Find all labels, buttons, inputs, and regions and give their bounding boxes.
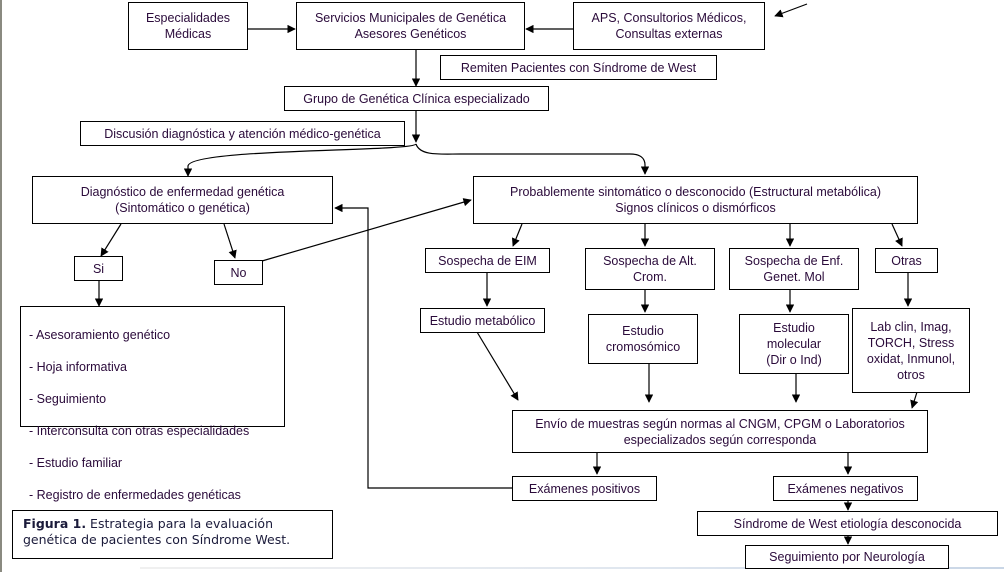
arrow-external-aps [774, 3, 808, 18]
arrow-split-diagnostico [183, 143, 417, 177]
node-no: No [214, 260, 263, 285]
node-lab-clin: Lab clin, Imag, TORCH, Stress oxidat, In… [852, 308, 970, 393]
node-estudio-cromosomico: Estudio cromosómico [588, 314, 698, 364]
arrow-no-probable [261, 198, 472, 262]
page-left-border [0, 0, 2, 572]
node-si: Si [74, 256, 123, 281]
node-envio-muestras: Envío de muestras según normas al CNGM, … [512, 410, 928, 453]
label-discusion-diagnostica: Discusión diagnóstica y atención médico-… [80, 121, 405, 146]
node-estudio-molecular: Estudio molecular (Dir o Ind) [739, 314, 849, 374]
caption-label: Figura 1. [23, 516, 87, 531]
arrow-probable-eim [511, 223, 523, 247]
node-especialidades-medicas: Especialidades Médicas [128, 2, 248, 50]
node-estudio-metabolico: Estudio metabólico [420, 308, 545, 333]
si-action-item: - Hoja informativa [29, 360, 127, 374]
figure-caption: Figura 1. Estrategia para la evaluación … [12, 510, 333, 559]
node-sospecha-enf-genet: Sospecha de Enf. Genet. Mol [729, 248, 859, 290]
arrow-diagnostico-no [223, 223, 237, 259]
node-grupo-genetica: Grupo de Genética Clínica especializado [284, 86, 549, 111]
si-action-item: - Registro de enfermedades genéticas [29, 488, 241, 502]
si-action-item: - Asesoramiento genético [29, 328, 171, 342]
arrow-split-probable [415, 143, 650, 175]
arrow-diagnostico-si [100, 223, 122, 257]
node-sospecha-alt-crom: Sospecha de Alt. Crom. [585, 248, 715, 290]
si-action-item: - Interconsulta con otras especialidades [29, 424, 250, 438]
arrow-positivos-diagnostico [334, 203, 513, 489]
arrow-probable-otras [891, 223, 903, 247]
node-servicios-municipales: Servicios Municipales de Genética Asesor… [296, 2, 525, 50]
node-examenes-positivos: Exámenes positivos [512, 476, 657, 501]
si-action-item: - Seguimiento [29, 392, 107, 406]
caption-text: Estrategia para la evaluación genética d… [23, 516, 291, 547]
arrow-metabolico-envio [476, 331, 519, 401]
node-examenes-negativos: Exámenes negativos [773, 476, 918, 501]
arrow-lab-envio [910, 391, 919, 409]
si-action-item: - Estudio familiar [29, 456, 123, 470]
node-aps-consultorios: APS, Consultorios Médicos, Consultas ext… [573, 2, 765, 50]
label-remiten-pacientes: Remiten Pacientes con Síndrome de West [440, 55, 717, 80]
node-probablemente-sintomatico: Probablemente sintomático o desconocido … [473, 176, 918, 224]
node-seguimiento-neurologia: Seguimiento por Neurología [745, 545, 949, 569]
node-otras: Otras [875, 248, 938, 273]
node-west-etiologia-desconocida: Síndrome de West etiología desconocida [697, 511, 998, 536]
node-sospecha-eim: Sospecha de EIM [425, 248, 550, 273]
node-diagnostico-enfermedad: Diagnóstico de enfermedad genética (Sint… [32, 176, 333, 224]
page-bottom-border [140, 567, 1004, 569]
node-si-acciones: - Asesoramiento genético - Hoja informat… [20, 306, 285, 502]
si-actions-list: - Asesoramiento genético - Hoja informat… [29, 311, 249, 519]
